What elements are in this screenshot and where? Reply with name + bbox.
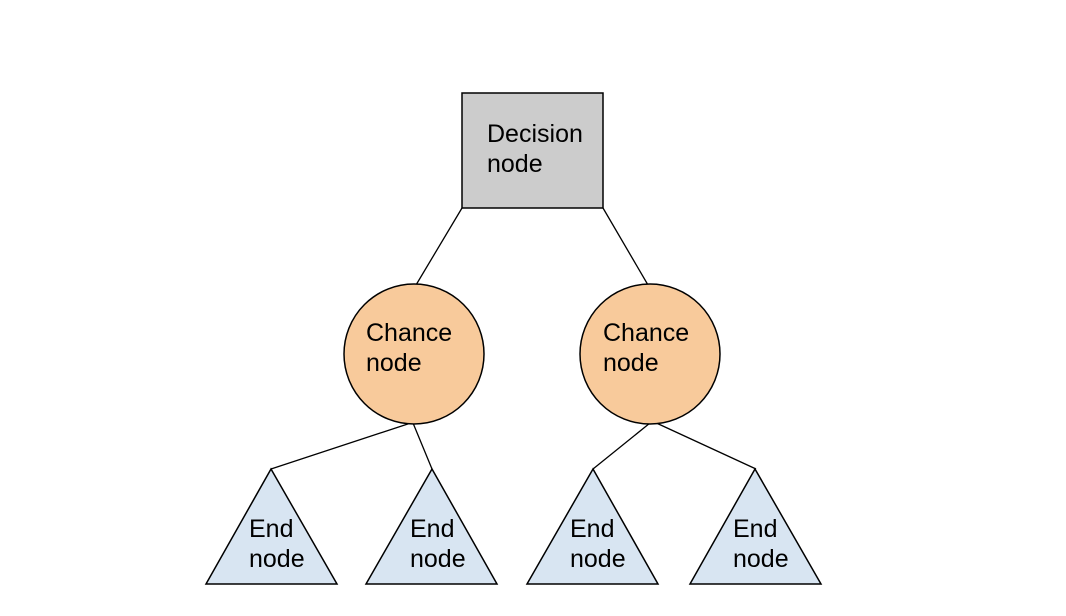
edge-chance-right-to-end-4 (651, 420, 757, 470)
end-node-1-shape (204, 467, 339, 585)
decision-node-shape (461, 92, 604, 209)
chance-node-right-label: Chance node (603, 319, 690, 377)
chance-node-left-shape (343, 283, 485, 425)
edge-decision-to-chance-left (415, 207, 463, 286)
edge-chance-left-to-end-2 (412, 422, 433, 470)
decision-node-label: Decision node (487, 120, 583, 178)
end-node-3-shape (525, 467, 660, 585)
edge-chance-left-to-end-1 (270, 418, 424, 470)
end-node-4-shape (688, 467, 823, 585)
chance-node-left-label: Chance node (366, 319, 453, 377)
edge-chance-right-to-end-3 (592, 422, 651, 470)
end-node-3-label: End node (570, 515, 626, 573)
edge-decision-to-chance-right (602, 207, 649, 286)
edge-group (270, 207, 757, 470)
end-node-4-label: End node (733, 515, 789, 573)
end-node-1-label: End node (249, 515, 305, 573)
end-node-2-label: End node (410, 515, 466, 573)
chance-node-right-shape (579, 283, 721, 425)
end-node-2-shape (364, 467, 499, 585)
